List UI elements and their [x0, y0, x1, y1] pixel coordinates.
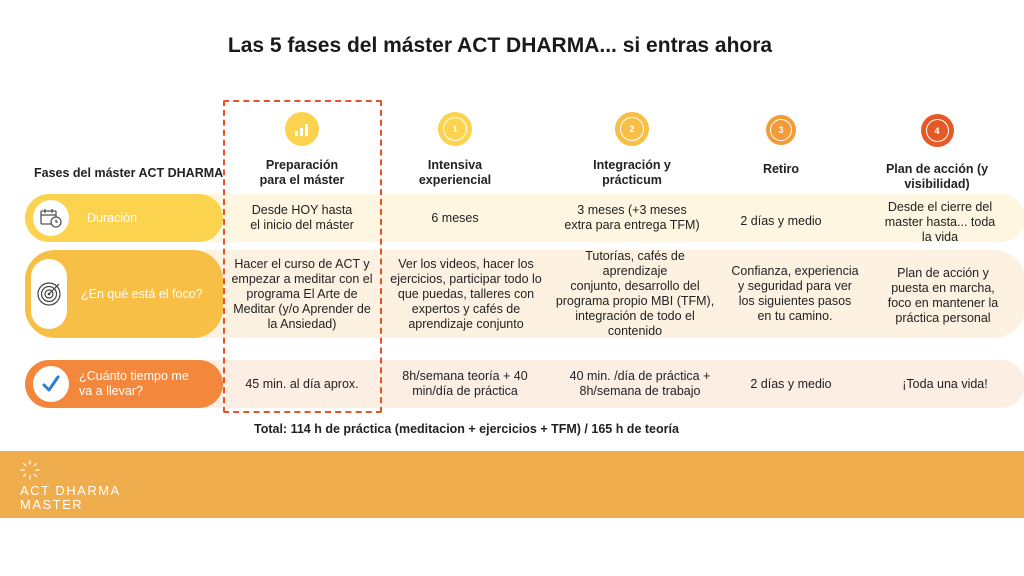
checkmark-icon	[33, 366, 69, 402]
cell-line: en tu camino.	[757, 309, 833, 323]
cell-line: el inicio del máster	[250, 218, 354, 232]
column-subtitle: prácticum	[602, 173, 662, 187]
cell-line: Ver los videos, hacer los	[398, 256, 534, 271]
column-subtitle: experiencial	[418, 173, 492, 187]
column-title: Plan de acción (y	[885, 162, 989, 176]
column-header-integracion: 2 Integración y prácticum	[557, 112, 707, 188]
cell-duracion-intensiva: 6 meses	[380, 194, 530, 242]
cell-tiempo-retiro: 2 días y medio	[716, 360, 866, 408]
cell-foco-integracion: Tutorías, cafés de aprendizaje conjunto,…	[552, 249, 718, 338]
cell-line: programa propio MBI (TFM),	[555, 294, 715, 308]
cell-line: 3 meses (+3 meses	[577, 203, 687, 217]
cell-foco-retiro: Confianza, experiencia y seguridad para …	[722, 250, 868, 338]
column-header-plan: 4 Plan de acción (y visibilidad)	[862, 114, 1012, 192]
cell-line: práctica personal	[895, 311, 991, 325]
cell-tiempo-preparacion: 45 min. al día aprox.	[224, 360, 380, 408]
cell-line: Tutorías, cafés de aprendizaje	[585, 249, 685, 278]
cell-line: 45 min. al día aprox.	[245, 376, 359, 391]
cell-line: 2 días y medio	[740, 214, 822, 228]
target-icon	[31, 259, 67, 329]
cell-line: puesta en marcha,	[891, 281, 995, 295]
cell-line: la vida	[921, 229, 959, 244]
sunburst-logo-icon	[20, 460, 40, 485]
cell-tiempo-plan: ¡Toda una vida!	[870, 360, 1020, 408]
cell-line: los siguientes pasos	[738, 294, 852, 308]
cell-duracion-integracion: 3 meses (+3 meses extra para entrega TFM…	[552, 194, 712, 242]
cell-line: extra para entrega TFM)	[564, 218, 700, 232]
cell-line: la Ansiedad)	[267, 316, 337, 331]
phase-badge: 2	[615, 112, 649, 146]
cell-line: 40 min. /día de práctica +	[569, 369, 711, 383]
brand-subtitle: MASTER	[20, 497, 84, 512]
cell-line: que puedas, talleres con	[397, 286, 535, 301]
column-title: Retiro	[762, 162, 800, 176]
cell-foco-intensiva: Ver los videos, hacer los ejercicios, pa…	[380, 250, 552, 338]
row-label: Duración	[87, 210, 138, 225]
cell-line: contenido	[607, 324, 663, 338]
cell-line: empezar a meditar con el	[231, 271, 373, 286]
column-subtitle: visibilidad)	[904, 177, 970, 191]
row-header: Fases del máster ACT DHARMA	[34, 166, 224, 180]
cell-line: 2 días y medio	[750, 376, 832, 391]
column-header-intensiva: 1 Intensiva experiencial	[380, 112, 530, 188]
footer-bar	[0, 451, 1024, 518]
row-label: ¿En qué está el foco?	[81, 286, 203, 301]
cell-line: Confianza, experiencia	[731, 264, 859, 278]
row-label-line2: va a llevar?	[79, 384, 143, 398]
phase-badge: 4	[920, 114, 954, 147]
cell-line: 6 meses	[431, 210, 479, 225]
cell-line: integración de todo el	[575, 309, 695, 323]
row-tab-duracion: Duración	[25, 194, 223, 242]
cell-line: Plan de acción y	[897, 266, 989, 280]
bar-chart-icon	[285, 112, 319, 146]
column-title: Integración y	[593, 158, 671, 172]
cell-line: Meditar (y/o Aprender de	[233, 301, 371, 316]
cell-line: Desde el cierre del	[887, 199, 993, 214]
cell-duracion-preparacion: Desde HOY hasta el inicio del máster	[224, 194, 380, 242]
cell-line: y seguridad para ver	[738, 279, 852, 293]
brand-name: ACT DHARMA	[20, 483, 121, 498]
cell-line: conjunto, desarrollo del	[570, 279, 700, 293]
phase-badge: 3	[766, 115, 796, 145]
cell-duracion-retiro: 2 días y medio	[706, 194, 856, 249]
cell-line: Hacer el curso de ACT y	[234, 256, 370, 271]
cell-line: foco en mantener la	[887, 296, 999, 310]
column-title: Intensiva	[427, 158, 483, 172]
cell-foco-plan: Plan de acción y puesta en marcha, foco …	[868, 250, 1018, 338]
cell-line: programa El Arte de	[246, 286, 358, 301]
cell-foco-preparacion: Hacer el curso de ACT y empezar a medita…	[224, 250, 380, 338]
column-subtitle: para el máster	[259, 173, 345, 187]
total-summary: Total: 114 h de práctica (meditacion + e…	[254, 422, 679, 436]
cell-line: 8h/semana de trabajo	[579, 384, 701, 398]
column-title: Preparación	[265, 158, 339, 172]
cell-line: min/día de práctica	[412, 384, 518, 398]
highlight-dashed-frame	[223, 100, 382, 413]
page-title: Las 5 fases del máster ACT DHARMA... si …	[227, 34, 773, 57]
column-header-preparacion: Preparación para el máster	[227, 112, 377, 188]
cell-duracion-plan: Desde el cierre del master hasta... toda…	[860, 194, 1020, 250]
row-label: ¿Cuánto tiempo me	[79, 369, 189, 383]
cell-tiempo-integracion: 40 min. /día de práctica + 8h/semana de …	[560, 360, 720, 408]
cell-line: ¡Toda una vida!	[902, 376, 988, 391]
row-tab-foco: ¿En qué está el foco?	[25, 250, 223, 338]
calendar-clock-icon	[33, 200, 69, 236]
cell-line: 8h/semana teoría + 40	[402, 369, 528, 383]
cell-line: ejercicios, participar todo lo	[390, 271, 542, 286]
cell-line: master hasta... toda	[884, 214, 996, 229]
phase-badge: 1	[438, 112, 472, 146]
cell-line: aprendizaje conjunto	[408, 316, 524, 331]
cell-tiempo-intensiva: 8h/semana teoría + 40 min/día de práctic…	[385, 360, 545, 408]
cell-line: expertos y cafés de	[411, 301, 521, 316]
column-header-retiro: 3 Retiro	[706, 115, 856, 177]
cell-line: Desde HOY hasta	[251, 203, 353, 217]
row-tab-tiempo: ¿Cuánto tiempo me va a llevar?	[25, 360, 223, 408]
